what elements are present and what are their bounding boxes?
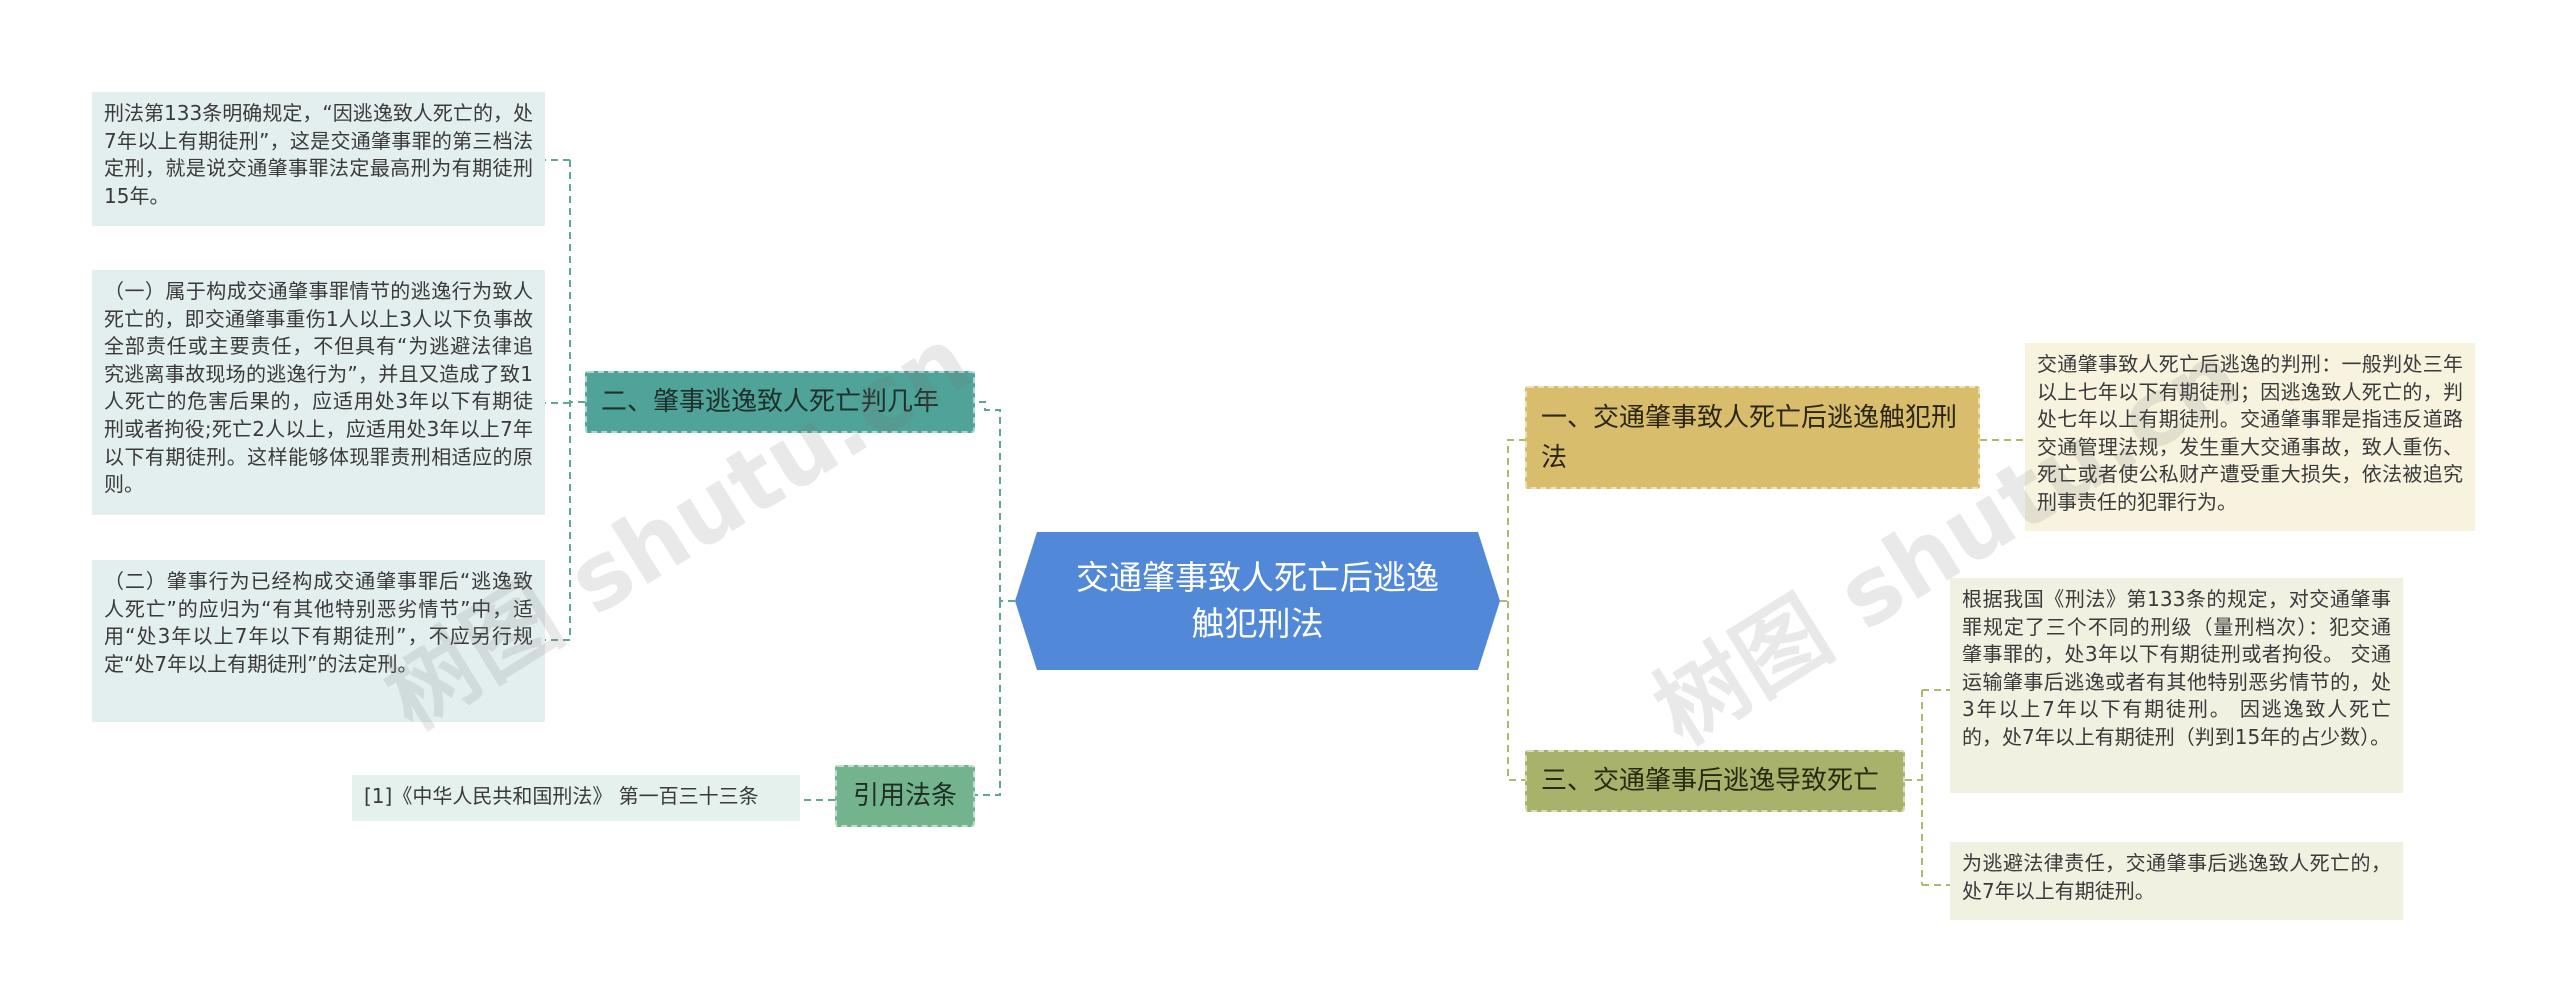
- leaf-text: 交通肇事致人死亡后逃逸的判刑：一般判处三年以上七年以下有期徒刑；因逃逸致人死亡的…: [2037, 352, 2463, 514]
- leaf-text: （一）属于构成交通肇事罪情节的逃逸行为致人死亡的，即交通肇事重伤1人以上3人以下…: [104, 279, 533, 497]
- branch-label: 一、交通肇事致人死亡后逃逸触犯刑法: [1541, 402, 1958, 473]
- branch-death-escape-crime[interactable]: 一、交通肇事致人死亡后逃逸触犯刑法: [1525, 386, 1980, 489]
- link-root-to-citation: [975, 601, 1001, 796]
- branch-label: 三、交通肇事后逃逸导致死亡: [1541, 766, 1880, 796]
- root-topic-label: 交通肇事致人死亡后逃逸触犯刑法: [1076, 558, 1439, 643]
- leaf-text: （二）肇事行为已经构成交通肇事罪后“逃逸致人死亡”的应归为“有其他特别恶劣情节”…: [104, 569, 533, 676]
- link-branch2-to-leaves: [545, 159, 585, 641]
- link-root-to-branch2: [975, 401, 1015, 602]
- leaf-text: 为逃避法律责任，交通肇事后逃逸致人死亡的，处7年以上有期徒刑。: [1962, 851, 2391, 903]
- leaf-three-penalty-levels[interactable]: 根据我国《刑法》第133条的规定，对交通肇事罪规定了三个不同的刑级（量刑档次）：…: [1950, 578, 2403, 793]
- branch-label: 二、肇事逃逸致人死亡判几年: [601, 387, 940, 417]
- leaf-text: 刑法第133条明确规定，“因逃逸致人死亡的，处7年以上有期徒刑”，这是交通肇事罪…: [104, 101, 533, 208]
- link-branch3-to-leaves: [1905, 689, 1950, 886]
- leaf-citation-criminal-law[interactable]: [1]《中华人民共和国刑法》 第一百三十三条: [352, 775, 800, 821]
- leaf-text: [1]《中华人民共和国刑法》 第一百三十三条: [364, 784, 759, 808]
- link-root-to-branch1: [1500, 439, 1525, 602]
- leaf-case-one[interactable]: （一）属于构成交通肇事罪情节的逃逸行为致人死亡的，即交通肇事重伤1人以上3人以下…: [92, 270, 545, 515]
- root-topic[interactable]: 交通肇事致人死亡后逃逸触犯刑法: [1015, 532, 1500, 670]
- link-root-to-branch3: [1507, 601, 1525, 781]
- leaf-sentencing-definition[interactable]: 交通肇事致人死亡后逃逸的判刑：一般判处三年以上七年以下有期徒刑；因逃逸致人死亡的…: [2025, 343, 2475, 531]
- leaf-text: 根据我国《刑法》第133条的规定，对交通肇事罪规定了三个不同的刑级（量刑档次）：…: [1962, 587, 2391, 749]
- leaf-article-133[interactable]: 刑法第133条明确规定，“因逃逸致人死亡的，处7年以上有期徒刑”，这是交通肇事罪…: [92, 92, 545, 226]
- branch-escape-causing-death[interactable]: 三、交通肇事后逃逸导致死亡: [1525, 750, 1905, 812]
- leaf-case-two[interactable]: （二）肇事行为已经构成交通肇事罪后“逃逸致人死亡”的应归为“有其他特别恶劣情节”…: [92, 560, 545, 722]
- branch-citation[interactable]: 引用法条: [835, 765, 975, 827]
- leaf-evade-liability[interactable]: 为逃避法律责任，交通肇事后逃逸致人死亡的，处7年以上有期徒刑。: [1950, 842, 2403, 920]
- branch-escape-death-sentence[interactable]: 二、肇事逃逸致人死亡判几年: [585, 371, 975, 433]
- branch-label: 引用法条: [852, 781, 957, 811]
